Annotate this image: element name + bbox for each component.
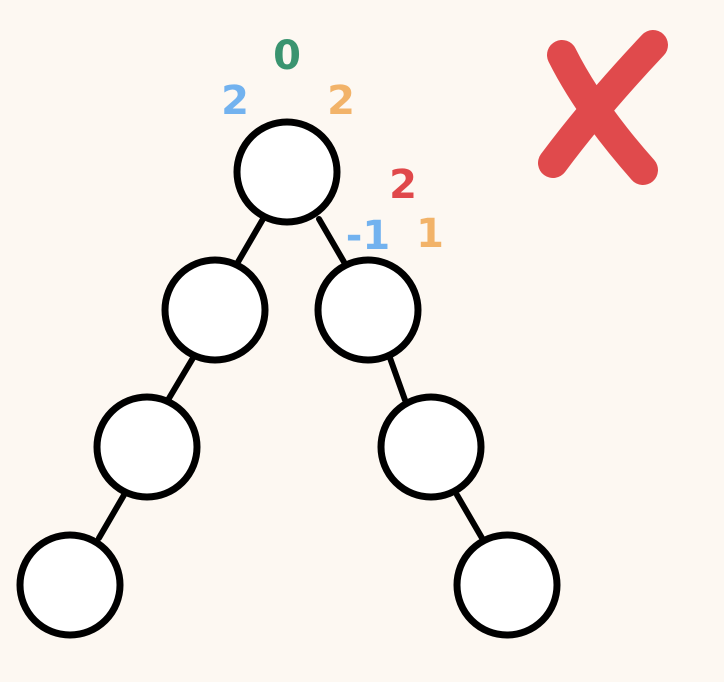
edge-root-l1-left: [235, 216, 266, 265]
tree-node-l2-right: [377, 393, 485, 501]
cross-mark-icon: [538, 30, 668, 185]
right-child-annotations: 2 -1 1: [346, 162, 444, 259]
right-child-left-height-label: -1: [346, 213, 390, 259]
root-right-height-label: 2: [327, 78, 355, 124]
tree-node-l1-right: [314, 256, 422, 364]
edge-l1-right-l2-right: [387, 355, 408, 403]
right-child-right-height-label: 1: [416, 211, 444, 257]
edge-root-l1-right: [316, 216, 347, 265]
edge-l1-left-l2-left: [165, 355, 196, 403]
tree-node-l3-left: [16, 531, 124, 639]
edge-l2-left-l3-left: [96, 492, 127, 541]
tree-node-l2-left: [93, 393, 201, 501]
right-child-balance-label: 2: [389, 162, 417, 208]
edge-l2-right-l3-right: [454, 492, 485, 541]
root-left-height-label: 2: [221, 78, 249, 124]
root-balance-label: 0: [273, 33, 301, 79]
tree-node-l3-right: [453, 531, 561, 639]
root-annotations: 0 2 2: [221, 33, 355, 124]
tree-nodes: [16, 118, 561, 639]
tree-node-root: [233, 118, 341, 226]
tree-edges: [96, 216, 485, 541]
tree-node-l1-left: [161, 256, 269, 364]
